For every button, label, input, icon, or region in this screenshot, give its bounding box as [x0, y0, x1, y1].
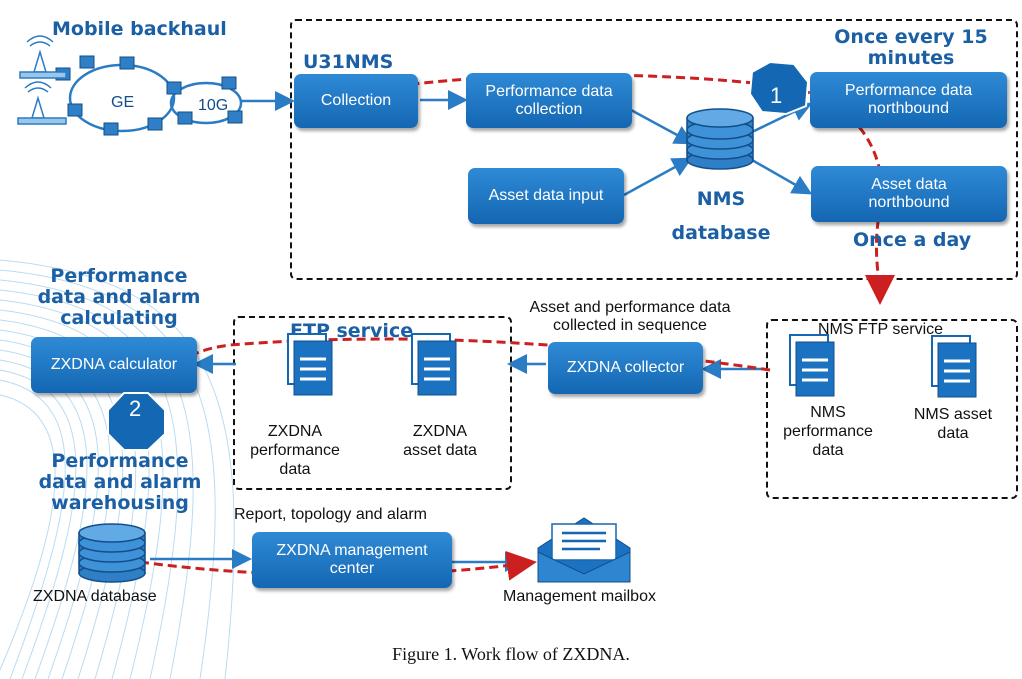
perf-northbound-box: Performance data northbound [810, 72, 1007, 128]
zxdna-asset-doc-icon [411, 333, 457, 396]
cell-tower-icon [17, 81, 67, 125]
nms-asset-doc-icon [931, 335, 977, 398]
label-zxdna-perf: ZXDNA performance data [250, 423, 340, 478]
cell-tower-icon [19, 35, 67, 79]
router-icon [177, 111, 193, 125]
label-10g: 10G [198, 97, 229, 114]
heading-mobile-backhaul: Mobile backhaul [52, 18, 227, 40]
label-zxdna-asset: ZXDNA asset data [403, 423, 477, 459]
label-ge: GE [111, 94, 135, 111]
management-center-box: ZXDNA management center [252, 532, 452, 588]
figure-caption: Figure 1. Work flow of ZXDNA. [392, 644, 630, 664]
label-mailbox: Management mailbox [503, 588, 656, 605]
perf-collection-box: Performance data collection [466, 73, 632, 128]
label-nms-asset: NMS asset data [913, 406, 993, 442]
arrow-db-to-assetnorth [751, 158, 813, 195]
asset-northbound-box: Asset data northbound [811, 166, 1007, 222]
label-report-topo: Report, topology and alarm [234, 506, 427, 523]
router-icon [79, 55, 95, 69]
router-icon [67, 103, 83, 117]
heading-perf-warehouse: Performance data and alarm warehousing [38, 450, 202, 514]
label-zxdna-database: ZXDNA database [33, 588, 157, 605]
ftp-service-container [233, 316, 512, 490]
router-icon [147, 117, 163, 131]
badge-1-number: 1 [770, 83, 783, 108]
collector-box: ZXDNA collector [548, 342, 703, 394]
heading-nms-database: NMS database [671, 188, 771, 244]
u31nms-container [290, 19, 1018, 280]
badge-2-number: 2 [129, 396, 142, 421]
arrow-asset-to-db [623, 157, 693, 197]
label-asset-perf-seq: Asset and performance data collected in … [529, 299, 731, 334]
calculator-box: ZXDNA calculator [31, 337, 197, 393]
router-icon [227, 110, 243, 124]
heading-once-day: Once a day [853, 229, 972, 251]
heading-perf-calc: Performance data and alarm calculating [37, 265, 201, 329]
heading-u31nms: U31NMS [303, 51, 394, 73]
router-icon [221, 76, 237, 90]
label-nms-perf: NMS performance data [783, 404, 873, 459]
nms-perf-doc-icon [789, 334, 835, 397]
arrow-perf-to-db [630, 108, 695, 145]
collection-box: Collection [294, 74, 418, 128]
nms-ftp-container [766, 319, 1018, 499]
zxdna-perf-doc-icon [287, 333, 333, 396]
router-icon [119, 56, 135, 70]
router-icon [166, 81, 182, 95]
asset-input-box: Asset data input [468, 168, 624, 224]
router-icon [103, 122, 119, 136]
label-nms-ftp: NMS FTP service [818, 321, 944, 338]
heading-once-15: Once every 15 minutes [834, 26, 988, 69]
red-flow-warehouse [139, 550, 537, 581]
